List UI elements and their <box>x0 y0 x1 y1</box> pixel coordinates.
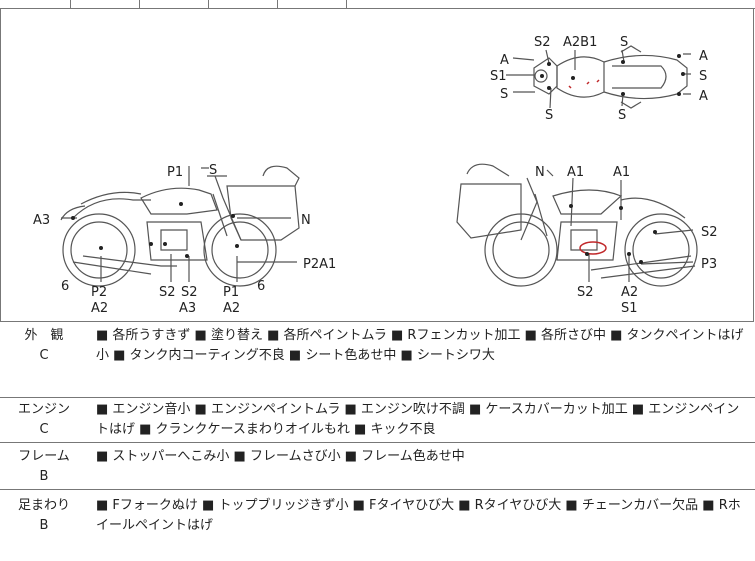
diagram-label: A3 <box>33 213 50 228</box>
diagram-label: N <box>535 165 545 180</box>
diagram-label: S <box>500 87 508 102</box>
diagram-label: S <box>618 108 626 123</box>
column-divider <box>70 0 71 8</box>
diagram-label: A <box>500 53 509 68</box>
row-category: 足まわり <box>17 498 70 513</box>
diagram-label: A <box>699 49 708 64</box>
diagram-label: S2 <box>159 285 176 300</box>
diagram-label: S2 <box>701 225 718 240</box>
diagram-label: S1 <box>621 301 638 316</box>
condition-row-engine: エンジン C ■ エンジン音小 ■ エンジンペイントムラ ■ エンジン吹け不調 … <box>0 398 755 443</box>
diagram-label: P1 <box>167 165 183 180</box>
column-divider <box>277 0 278 8</box>
diagram-label: S <box>620 35 628 50</box>
row-category: エンジン <box>17 402 70 417</box>
damage-marks <box>568 79 607 255</box>
column-divider <box>139 0 140 8</box>
top-view-outline <box>533 45 688 109</box>
diagram-label: A2 <box>223 301 240 316</box>
diagram-label: S2 <box>534 35 551 50</box>
row-category: 外 観 <box>24 328 64 343</box>
condition-diagram-panel: S2 A2B1 S A S1 S S S A S A P1 S A3 N P2A… <box>0 8 754 322</box>
row-category: フレーム <box>18 449 70 464</box>
diagram-label: A1 <box>613 165 630 180</box>
row-detail-text: ■ 各所うすきず ■ 塗り替え ■ 各所ペイントムラ ■ Rフェンカット加工 ■… <box>96 328 744 363</box>
diagram-label: A2 <box>621 285 638 300</box>
row-grade: B <box>39 518 49 533</box>
diagram-label: N <box>301 213 311 228</box>
diagram-label: S2 <box>181 285 198 300</box>
diagram-label: A3 <box>179 301 196 316</box>
column-divider <box>346 0 347 8</box>
diagram-label: A2B1 <box>563 35 597 50</box>
diagram-label: S2 <box>577 285 594 300</box>
motorcycle-diagram: S2 A2B1 S A S1 S S S A S A P1 S A3 N P2A… <box>33 35 718 316</box>
column-divider <box>208 0 209 8</box>
diagram-label: S <box>699 69 707 84</box>
diagram-label: A <box>699 89 708 104</box>
diagram-label: 6 <box>61 279 69 294</box>
left-side-view-outline <box>60 165 300 287</box>
diagram-label: A1 <box>567 165 584 180</box>
row-grade: B <box>39 469 49 484</box>
diagram-label: P3 <box>701 257 717 272</box>
right-side-view-outline <box>456 163 698 287</box>
diagram-label: P1 <box>223 285 239 300</box>
diagram-label: S1 <box>490 69 507 84</box>
row-grade: C <box>39 348 49 363</box>
diagram-label: S <box>545 108 553 123</box>
condition-row-frame: フレーム B ■ ストッパーへこみ小 ■ フレームさび小 ■ フレーム色あせ中 <box>0 443 755 490</box>
diagram-label: P2 <box>91 285 107 300</box>
row-detail-text: ■ エンジン音小 ■ エンジンペイントムラ ■ エンジン吹け不調 ■ ケースカバ… <box>96 402 740 437</box>
diagram-label: S <box>209 163 217 178</box>
diagram-label: P2A1 <box>303 257 336 272</box>
row-detail-text: ■ Fフォークぬけ ■ トップブリッジきず小 ■ Fタイヤひび大 ■ Rタイヤひ… <box>96 498 741 533</box>
condition-row-exterior: 外 観 C ■ 各所うすきず ■ 塗り替え ■ 各所ペイントムラ ■ Rフェンカ… <box>0 322 755 398</box>
row-detail-text: ■ ストッパーへこみ小 ■ フレームさび小 ■ フレーム色あせ中 <box>96 449 465 464</box>
diagram-label: 6 <box>257 279 265 294</box>
table-header-strip <box>0 0 755 9</box>
leader-lines <box>61 49 694 282</box>
condition-row-suspension: 足まわり B ■ Fフォークぬけ ■ トップブリッジきず小 ■ Fタイヤひび大 … <box>0 490 755 561</box>
row-grade: C <box>39 422 49 437</box>
marker-dots <box>71 54 685 264</box>
diagram-label: A2 <box>91 301 108 316</box>
